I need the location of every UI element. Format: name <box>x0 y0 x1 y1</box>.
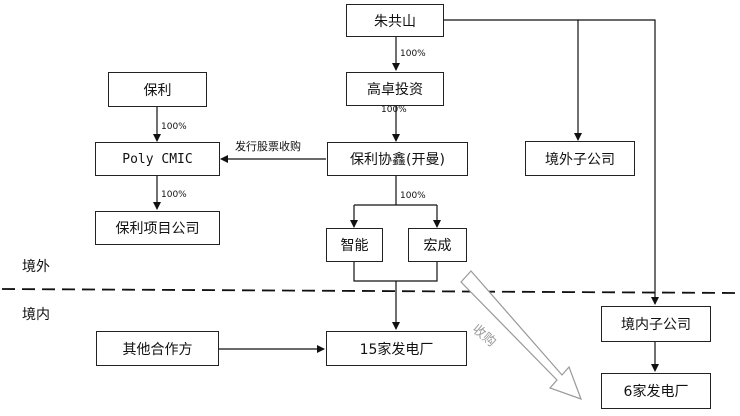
label-pct-poly-cmic: 100% <box>161 122 187 132</box>
label-share-issue: 发行股票收购 <box>235 140 301 153</box>
node-poly-xie: 保利协鑫(开曼) <box>327 142 468 176</box>
node-other-partners: 其他合作方 <box>96 331 219 366</box>
node-poly: 保利 <box>108 72 207 107</box>
node-poly-cmic: Poly CMIC <box>95 142 220 176</box>
line-merge-bar <box>353 262 438 282</box>
zone-domestic: 境内 <box>22 307 50 323</box>
node-zhu: 朱共山 <box>346 4 444 37</box>
arrow-zhu-domestic-sub <box>578 19 659 305</box>
label-pct-gaozhuo-polyxie: 100% <box>381 105 407 115</box>
acquire-hollow-arrow <box>460 270 583 400</box>
node-zhineng: 智能 <box>326 228 383 262</box>
node-plants6: 6家发电厂 <box>601 373 711 409</box>
arrow-zhu-overseas-sub <box>443 19 582 141</box>
node-gaozhuo: 高卓投资 <box>346 72 444 106</box>
border-dashed-line <box>1 288 739 294</box>
node-poly-project: 保利项目公司 <box>95 211 220 245</box>
node-plants15: 15家发电厂 <box>326 331 467 366</box>
node-hongcheng: 宏成 <box>408 228 467 262</box>
zone-overseas: 境外 <box>22 259 50 275</box>
node-overseas-sub: 境外子公司 <box>525 141 635 176</box>
label-pct-cmic-project: 100% <box>161 190 187 200</box>
node-domestic-sub: 境内子公司 <box>601 306 711 342</box>
label-pct-polyxie-subs: 100% <box>400 191 426 201</box>
label-pct-zhu-gaozhuo: 100% <box>400 49 426 59</box>
